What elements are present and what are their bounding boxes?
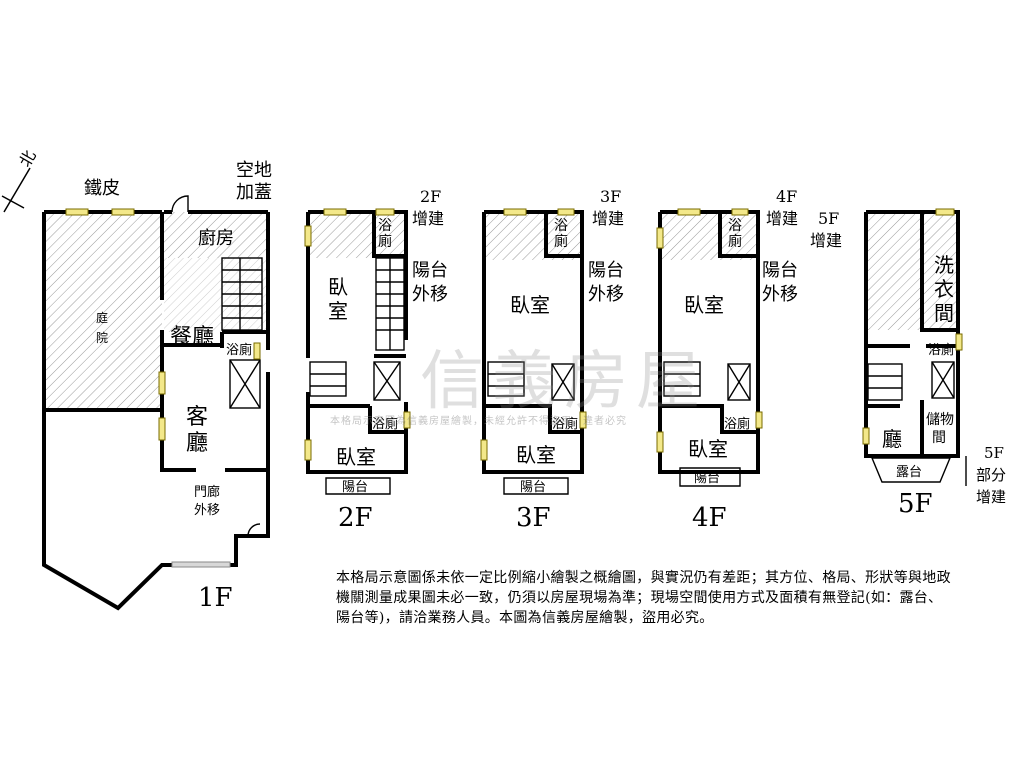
label-balcony-note-2f: 陽台 外移: [412, 260, 454, 305]
label-laundry: 洗 衣 間: [934, 253, 960, 325]
window: [579, 411, 587, 429]
label-bath-top-4f: 浴 廁: [728, 218, 746, 250]
north-label: 北: [15, 147, 39, 170]
label-bath-bottom-4f: 浴廁: [724, 416, 750, 432]
balcony-4f: [679, 467, 741, 487]
label-iron-sheet: 鐵皮: [84, 178, 120, 199]
balcony-2f: [325, 477, 391, 495]
floor-label-4f: 4F: [692, 503, 727, 533]
label-bedroom-top-4f: 臥室: [684, 293, 724, 317]
window: [323, 208, 347, 216]
dining-area: [164, 258, 268, 332]
window: [171, 561, 231, 568]
label-addition-3f: 3F 增建: [592, 187, 626, 228]
floor-label-3f: 3F: [516, 503, 551, 533]
window: [656, 431, 664, 453]
shaft-3f: [551, 363, 575, 401]
addition-area-5f: [866, 212, 958, 330]
door-arc: [171, 195, 189, 213]
window: [677, 208, 701, 216]
shaft: [229, 359, 261, 409]
label-addition-5f: 5F 增建: [810, 209, 844, 250]
label-addition-4f: 4F 增建: [766, 187, 802, 228]
shaft-5f: [931, 361, 955, 399]
floor-label-1f: 1F: [198, 583, 233, 613]
label-balcony-note-3f: 陽台 外移: [588, 260, 630, 305]
label-bedroom-bottom-3f: 臥室: [516, 443, 556, 467]
shaft-2f: [373, 361, 401, 401]
label-balcony-2f: 陽台: [342, 480, 368, 495]
label-porch: 門廊 外移: [194, 484, 224, 518]
label-bedroom-bottom-2f: 臥室: [336, 445, 376, 469]
floor-label-2f: 2F: [338, 503, 373, 533]
label-bath-bottom-3f: 浴廁: [552, 416, 578, 432]
window: [480, 439, 488, 461]
floor-3-plan: 3F 增建 浴 廁 陽台 外移 臥室 浴廁 臥室 陽台 3F: [480, 187, 630, 533]
terrace-5f: [870, 457, 952, 483]
label-balcony-3f: 陽台: [520, 480, 546, 495]
label-balcony-note-4f: 陽台 外移: [762, 260, 804, 305]
balcony-3f: [503, 477, 569, 495]
floor-label-5f: 5F: [898, 489, 933, 519]
window: [656, 227, 664, 249]
label-bath-1f: 浴廁: [226, 342, 252, 358]
floor-4-plan: 4F 增建 浴 廁 陽台 外移 臥室 浴廁 臥室 陽台 4F: [656, 187, 804, 533]
window: [304, 439, 312, 461]
window: [375, 208, 395, 216]
courtyard-area: [44, 212, 162, 410]
label-bath-top-2f: 浴 廁: [378, 218, 396, 250]
window: [557, 208, 575, 216]
label-bath-top-3f: 浴 廁: [554, 218, 572, 250]
staircase-4f: [663, 361, 701, 397]
window: [862, 427, 870, 445]
window: [935, 208, 955, 216]
north-arrow: 北: [1, 147, 40, 213]
watermark-brand: 信義房屋: [420, 345, 708, 419]
window: [158, 417, 166, 441]
label-living-5f: 廳: [882, 427, 902, 451]
floor-5-plan: 5F 增建 洗 衣 間 浴廁 儲物 間 廳 露台 5F 部分 增建 5F: [810, 208, 1011, 519]
label-storage: 儲物 間: [926, 412, 958, 446]
window: [503, 208, 527, 216]
window: [955, 333, 963, 351]
window: [253, 342, 261, 360]
label-bedroom-top-3f: 臥室: [510, 293, 550, 317]
label-dining: 餐廳: [170, 325, 214, 350]
label-kitchen: 廚房: [198, 227, 234, 249]
window: [111, 208, 135, 216]
addition-area-4f: [660, 212, 758, 260]
disclaimer-text: 本格局示意圖係未依一定比例縮小繪製之概繪圖，與實況仍有差距；其方位、格局、形狀等…: [336, 570, 951, 626]
kitchen-area: [164, 212, 268, 258]
label-courtyard: 庭 院: [96, 310, 112, 345]
floor-1-plan: 鐵皮 空地 加蓋 庭 院 廚房 餐廳 浴廁 客 廳 門廊 外移 1F: [42, 160, 278, 613]
label-bath-bottom-2f: 浴廁: [372, 416, 398, 432]
addition-area-2f: [308, 212, 406, 258]
shaft-4f: [727, 363, 751, 401]
watermark-subtext: 本格局示意圖為信義房屋繪製，未經允許不得盜用，違者必究: [330, 416, 627, 427]
label-partial-addition: 5F 部分 增建: [976, 444, 1011, 506]
window: [755, 411, 763, 429]
label-bath-5f: 浴廁: [928, 342, 954, 358]
window: [158, 371, 166, 395]
staircase-3f: [487, 361, 525, 397]
label-bedroom-top-2f: 臥 室: [328, 275, 354, 323]
window: [731, 208, 749, 216]
window: [65, 208, 89, 216]
staircase-2f-lower: [309, 361, 347, 397]
label-open-space: 空地 加蓋: [236, 160, 278, 203]
window: [403, 411, 411, 429]
label-balcony-4f: 陽台: [694, 471, 720, 486]
label-living: 客 廳: [186, 405, 215, 456]
addition-area-3f: [484, 212, 582, 260]
label-terrace-5f: 露台: [896, 465, 922, 480]
staircase-5f: [867, 363, 903, 401]
label-bedroom-bottom-4f: 臥室: [688, 437, 728, 461]
window: [304, 225, 312, 247]
floor-2-plan: 2F 增建 浴 廁 陽台 外移 臥 室 浴廁 臥室 陽台 2F: [304, 187, 454, 533]
label-addition-2f: 2F 增建: [412, 187, 446, 228]
